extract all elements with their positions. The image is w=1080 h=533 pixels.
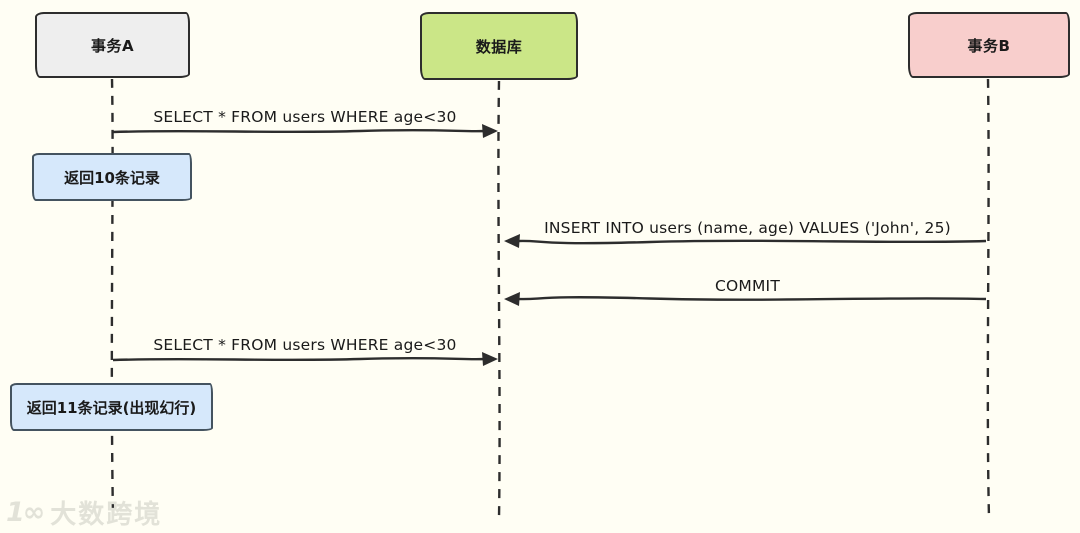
arrowhead-select-1 xyxy=(482,124,498,138)
watermark-logo-icon: 1∞ xyxy=(6,497,45,528)
note-returned-11-rows-phantom-label: 返回11条记录(出现幻行) xyxy=(26,398,197,417)
actor-transaction-a: 事务A xyxy=(35,12,190,78)
actor-transaction-a-label: 事务A xyxy=(90,36,135,55)
arrowhead-select-2 xyxy=(482,352,498,366)
message-label-commit: COMMIT xyxy=(714,277,780,295)
message-arrow-commit xyxy=(517,296,987,301)
actor-database-label: 数据库 xyxy=(475,37,523,56)
message-arrow-select-2 xyxy=(112,356,486,362)
lifeline-database xyxy=(497,80,501,519)
note-returned-10-rows-label: 返回10条记录 xyxy=(64,168,160,187)
arrowhead-insert xyxy=(504,234,520,248)
lifeline-transaction-b xyxy=(986,78,991,519)
watermark: 1∞ 大数跨境 xyxy=(6,494,162,531)
message-label-insert: INSERT INTO users (name, age) VALUES ('J… xyxy=(544,219,951,237)
lifeline-transaction-a xyxy=(110,78,115,519)
message-label-select-1: SELECT * FROM users WHERE age<30 xyxy=(153,108,457,126)
actor-transaction-b-label: 事务B xyxy=(967,36,1011,55)
message-label-select-2: SELECT * FROM users WHERE age<30 xyxy=(153,336,457,354)
arrowhead-commit xyxy=(504,292,520,306)
actor-database: 数据库 xyxy=(420,12,578,80)
note-returned-11-rows-phantom: 返回11条记录(出现幻行) xyxy=(10,383,213,431)
watermark-text: 大数跨境 xyxy=(50,500,163,530)
message-arrow-select-1 xyxy=(112,128,486,134)
note-returned-10-rows: 返回10条记录 xyxy=(32,153,192,201)
actor-transaction-b: 事务B xyxy=(908,12,1070,78)
message-arrow-insert xyxy=(517,239,987,245)
